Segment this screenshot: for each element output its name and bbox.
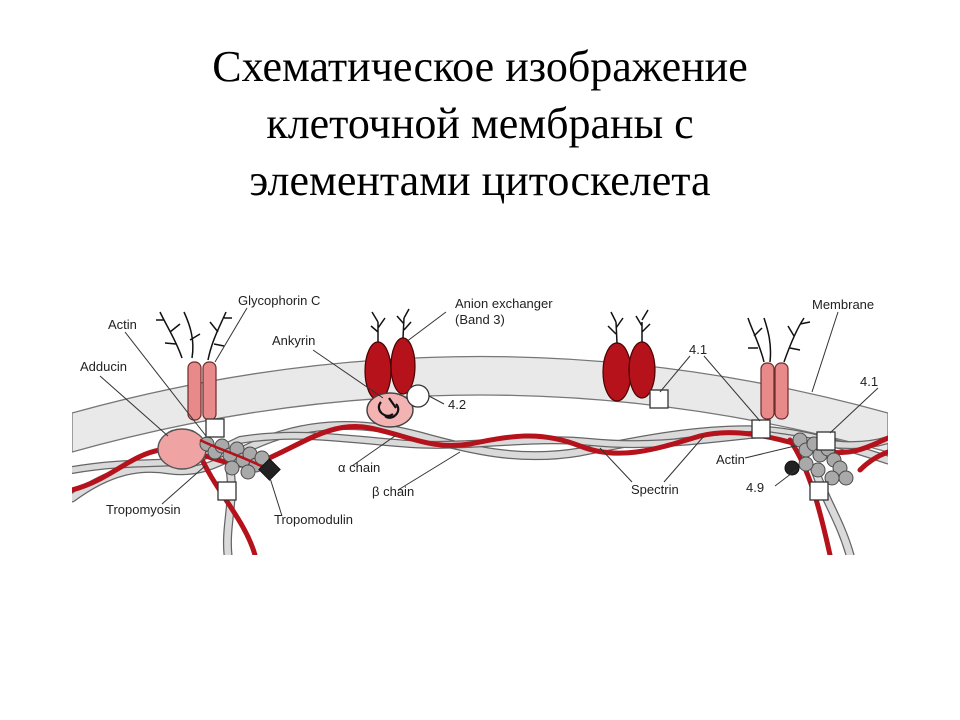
label-ankyrin: Ankyrin xyxy=(272,333,315,348)
label-tropomyosin: Tropomyosin xyxy=(106,502,181,517)
title-line-3: элементами цитоскелета xyxy=(249,156,711,205)
label-4-1-mid: 4.1 xyxy=(689,342,707,357)
protein-4-1 xyxy=(751,419,771,439)
protein-4-1 xyxy=(816,431,836,451)
actin-filament-left xyxy=(199,436,270,480)
label-beta-chain: β chain xyxy=(372,484,414,499)
label-tropomodulin: Tropomodulin xyxy=(274,512,353,527)
ankyrin-protein xyxy=(366,392,414,428)
cell-membrane xyxy=(72,355,888,453)
tropomyosin-filament xyxy=(199,438,266,470)
title-line-1: Схематическое изображение xyxy=(212,42,748,91)
page-title: Схематическое изображение клеточной мемб… xyxy=(0,38,960,209)
band3-dimer-center xyxy=(602,309,656,402)
protein-4-9 xyxy=(784,460,800,476)
protein-4-1 xyxy=(649,389,669,409)
glycophorin-c-left xyxy=(156,311,232,421)
title-line-2: клеточной мембраны с xyxy=(266,99,694,148)
label-anion-exchanger: Anion exchanger xyxy=(455,296,553,311)
figure-art xyxy=(72,308,888,555)
tropomodulin-protein xyxy=(258,458,281,481)
label-band-3: (Band 3) xyxy=(455,312,505,327)
protein-4-1 xyxy=(809,481,829,501)
label-adducin: Adducin xyxy=(80,359,127,374)
label-actin-top: Actin xyxy=(108,317,137,332)
label-alpha-chain: α chain xyxy=(338,460,380,475)
leader-lines xyxy=(99,307,879,517)
label-membrane: Membrane xyxy=(812,297,874,312)
label-4-2: 4.2 xyxy=(448,397,466,412)
protein-4-2 xyxy=(406,384,430,408)
band3-dimer-left xyxy=(364,308,416,401)
adducin-protein xyxy=(157,428,207,470)
protein-4-1 xyxy=(217,481,237,501)
label-4-1-right: 4.1 xyxy=(860,374,878,389)
label-4-9: 4.9 xyxy=(746,480,764,495)
label-actin-right: Actin xyxy=(716,452,745,467)
label-spectrin: Spectrin xyxy=(631,482,679,497)
protein-4-1 xyxy=(205,418,225,438)
label-glycophorin-c: Glycophorin C xyxy=(238,293,320,308)
glycophorin-c-right xyxy=(747,317,811,420)
diagram-labels: Actin Glycophorin C Adducin Ankyrin Anio… xyxy=(80,293,878,527)
